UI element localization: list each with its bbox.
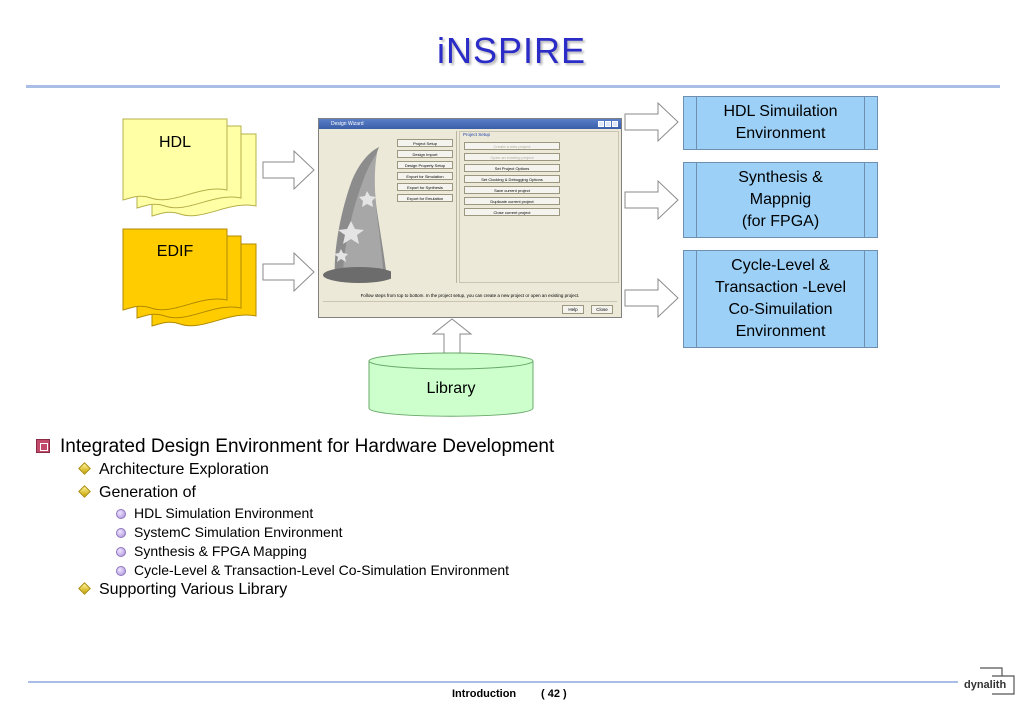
hdl-simulation-label: HDL Simuilation Environment (723, 103, 838, 142)
bullet-circle-icon (116, 528, 126, 538)
wizard-instructions: Follow steps from top to bottom. In the … (360, 293, 580, 298)
synthesis-label: Synthesis & Mappnig (for FPGA) (738, 169, 823, 230)
minimize-icon[interactable] (598, 121, 604, 127)
step-export-synthesis-button[interactable]: Export for Synthesis (397, 183, 453, 191)
hdl-simulation-box: HDL Simuilation Environment (683, 96, 878, 150)
dynalith-logo: dynalith (964, 667, 1015, 695)
step-design-import-button[interactable]: Design Import (397, 150, 453, 158)
footer-divider (28, 681, 958, 683)
wizard-hat-icon (321, 131, 391, 283)
library-to-tool-arrow (431, 318, 473, 354)
hdl-label: HDL (158, 134, 191, 151)
sub-bullet-synthesis: Synthesis & FPGA Mapping (116, 543, 307, 559)
close-project-button[interactable]: Close current project (464, 208, 560, 216)
maximize-icon[interactable] (605, 121, 611, 127)
bullet-circle-icon (116, 547, 126, 557)
bullet-circle-icon (116, 566, 126, 576)
edif-to-tool-arrow (262, 251, 315, 293)
open-project-button[interactable]: Open an existing project (464, 153, 560, 161)
library-cylinder (368, 352, 534, 417)
project-setup-group: Project Setup Create a new project Open … (459, 131, 619, 283)
hdl-to-tool-arrow (262, 149, 315, 191)
sub-bullet-systemc-sim: SystemC Simulation Environment (116, 524, 343, 540)
tool-to-synthesis-arrow (624, 179, 679, 221)
wizard-footer-divider (323, 301, 617, 302)
set-project-options-button[interactable]: Set Project Options (464, 164, 560, 172)
bullet-circle-icon (116, 509, 126, 519)
footer-section: Introduction (452, 688, 517, 700)
cosimulation-label: Cycle-Level & Transaction -Level Co-Simu… (714, 257, 847, 340)
footer-page-number: ( 42 ) (541, 688, 567, 700)
svg-text:dynalith: dynalith (964, 679, 1006, 691)
bullet-library: Supporting Various Library (78, 581, 287, 599)
step-export-emulation-button[interactable]: Export for Emulation (397, 194, 453, 202)
bullet-diamond-icon (78, 582, 91, 595)
sub-bullet-cosim: Cycle-Level & Transaction-Level Co-Simul… (116, 562, 509, 578)
edif-label: EDIF (156, 243, 194, 260)
cosimulation-box: Cycle-Level & Transaction -Level Co-Simu… (683, 250, 878, 348)
slide-title: iNSPIRE (436, 30, 587, 71)
bullet-main: Integrated Design Environment for Hardwa… (36, 436, 554, 458)
project-setup-group-title: Project Setup (463, 132, 491, 137)
create-project-button[interactable]: Create a new project (464, 142, 560, 150)
bullet-diamond-icon (78, 462, 91, 475)
title-divider (26, 85, 1000, 88)
bullet-architecture: Architecture Exploration (78, 461, 269, 479)
bullet-generation: Generation of (78, 484, 196, 502)
synthesis-box: Synthesis & Mappnig (for FPGA) (683, 162, 878, 238)
step-design-property-setup-button[interactable]: Design Property Setup (397, 161, 453, 169)
duplicate-project-button[interactable]: Duplicate current project (464, 197, 560, 205)
sub-bullet-hdl-sim: HDL Simulation Environment (116, 505, 313, 521)
edif-document-stack (122, 228, 257, 327)
step-project-setup-button[interactable]: Project Setup (397, 139, 453, 147)
help-button[interactable]: Help (562, 305, 584, 314)
bullet-square-icon (36, 439, 50, 453)
library-label: Library (426, 380, 476, 397)
design-wizard-window: Design Wizard Project Setup Design Impor… (318, 118, 622, 318)
wizard-step-list: Project Setup Design Import Design Prope… (393, 131, 457, 283)
hdl-document-stack (122, 118, 257, 217)
close-button[interactable]: Close (591, 305, 613, 314)
save-project-button[interactable]: Save current project (464, 186, 560, 194)
wizard-titlebar: Design Wizard (319, 119, 621, 129)
step-export-simulation-button[interactable]: Export for Simulation (397, 172, 453, 180)
wizard-window-title: Design Wizard (331, 121, 364, 127)
set-clocking-options-button[interactable]: Set Clocking & Debugging Options (464, 175, 560, 183)
close-icon[interactable] (612, 121, 618, 127)
tool-to-cosim-arrow (624, 277, 679, 319)
bullet-diamond-icon (78, 485, 91, 498)
tool-to-hdl-sim-arrow (624, 101, 679, 143)
